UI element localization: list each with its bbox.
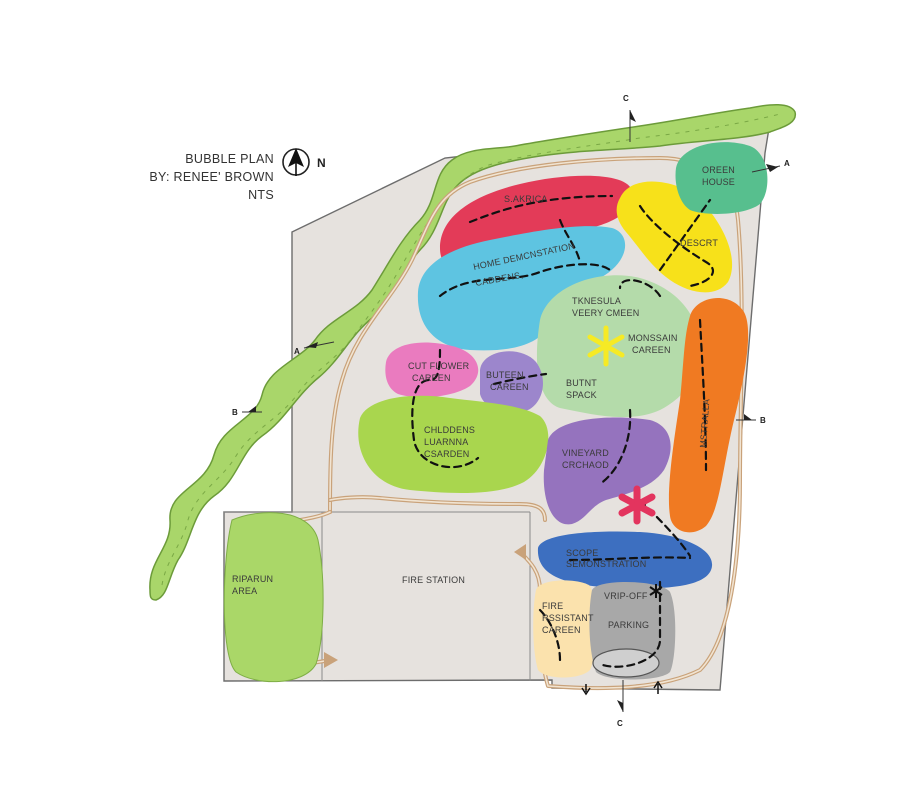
fire-resistant-bubble[interactable] bbox=[533, 580, 596, 678]
riparian-label-1: RIPARUN bbox=[232, 574, 273, 584]
plan-scale: NTS bbox=[248, 188, 274, 202]
fire-resistant-label-1: FIRE bbox=[542, 601, 563, 611]
scope-demo-bubble[interactable] bbox=[537, 531, 713, 589]
fire-resistant-label-2: RSSISTANT bbox=[542, 613, 594, 623]
plan-author: BY: RENEE' BROWN bbox=[149, 170, 274, 184]
cut-flower-label-2: CAREEN bbox=[412, 373, 451, 383]
focal-star-red-icon bbox=[618, 485, 656, 525]
section-a-left: A bbox=[294, 341, 335, 356]
australia-label: MSTRALLA bbox=[698, 398, 711, 448]
mountain-label-2: CAREEN bbox=[632, 345, 671, 355]
turnaround bbox=[592, 648, 660, 678]
arrow-icon bbox=[324, 652, 338, 668]
area-bubbles bbox=[223, 142, 768, 683]
cut-flower-label-1: CUT FLOWER bbox=[408, 361, 470, 371]
section-arrow-icon bbox=[306, 342, 318, 348]
section-c-bottom: C bbox=[617, 680, 624, 728]
cut-flower-bubble[interactable] bbox=[385, 342, 479, 398]
section-arrow-icon bbox=[744, 414, 752, 420]
section-arrow-icon bbox=[766, 164, 778, 172]
section-a-right: A bbox=[751, 159, 790, 173]
section-arrow-icon bbox=[630, 110, 636, 122]
section-arrow-icon bbox=[617, 700, 623, 712]
section-arrow-icon bbox=[248, 406, 256, 412]
butterfly-label-1: BUTEEN bbox=[486, 370, 524, 380]
north-label: N bbox=[317, 156, 326, 170]
s-africa-label: S.AKRICA bbox=[504, 194, 548, 204]
svg-text:B: B bbox=[232, 408, 238, 417]
butterfly-label-2: CAREEN bbox=[490, 382, 529, 392]
svg-text:A: A bbox=[784, 159, 790, 168]
circulation-paths bbox=[411, 194, 714, 668]
fire-resistant-label-3: CAREEN bbox=[542, 625, 581, 635]
vineyard-label-1: VINEYARD bbox=[562, 448, 609, 458]
parking-label: PARKING bbox=[608, 620, 649, 630]
peninsula-label-1: TKNESULA bbox=[572, 296, 621, 306]
peninsula-label-2: VEERY CMEEN bbox=[572, 308, 639, 318]
scope-label-1: SCOPE bbox=[566, 548, 599, 558]
north-arrow-icon bbox=[282, 148, 310, 176]
green-house-label-1: OREEN bbox=[702, 165, 735, 175]
peninsula-green-bubble[interactable] bbox=[536, 275, 700, 418]
desert-label: DESCRT bbox=[680, 238, 718, 248]
childrens-label-1: CHLDDENS bbox=[424, 425, 475, 435]
entry-star-icon bbox=[649, 584, 663, 598]
home-demo-bubble[interactable] bbox=[417, 226, 626, 351]
childrens-garden-bubble[interactable] bbox=[358, 395, 549, 493]
butnt-space-label-1: BUTNT bbox=[566, 378, 597, 388]
section-markers: C C A A B B bbox=[232, 94, 790, 728]
plan-title: BUBBLE PLAN bbox=[185, 152, 274, 166]
section-b-left: B bbox=[232, 406, 262, 417]
australia-bubble[interactable] bbox=[668, 298, 749, 533]
fire-station-label: FIRE STATION bbox=[402, 575, 465, 585]
svg-text:B: B bbox=[760, 416, 766, 425]
section-c-top: C bbox=[623, 94, 636, 142]
mountain-label-1: MONSSAIN bbox=[628, 333, 678, 343]
tree-hedge bbox=[149, 104, 796, 601]
svg-text:C: C bbox=[623, 94, 629, 103]
riparian-area-bubble[interactable] bbox=[223, 512, 324, 683]
scope-label-2: SEMONSTRATION bbox=[566, 559, 646, 569]
green-house-bubble[interactable] bbox=[675, 142, 768, 214]
svg-text:C: C bbox=[617, 719, 623, 728]
vineyard-label-2: CRCHAOD bbox=[562, 460, 609, 470]
drop-off-label: VRIP-OFF bbox=[604, 591, 648, 601]
svg-text:A: A bbox=[294, 347, 300, 356]
arrow-icon bbox=[514, 544, 526, 560]
butnt-space-label-2: SPACK bbox=[566, 390, 597, 400]
childrens-label-2: LUARNNA bbox=[424, 437, 468, 447]
entry-arrows bbox=[581, 680, 663, 696]
vineyard-bubble[interactable] bbox=[543, 417, 671, 525]
green-house-label-2: HOUSE bbox=[702, 177, 735, 187]
riparian-label-2: AREA bbox=[232, 586, 257, 596]
childrens-label-3: CSARDEN bbox=[424, 449, 469, 459]
focal-star-icon bbox=[587, 325, 625, 367]
butterfly-bubble[interactable] bbox=[480, 351, 543, 414]
title-block: BUBBLE PLAN BY: RENEE' BROWN NTS N bbox=[149, 148, 326, 202]
section-b-right: B bbox=[736, 414, 766, 425]
